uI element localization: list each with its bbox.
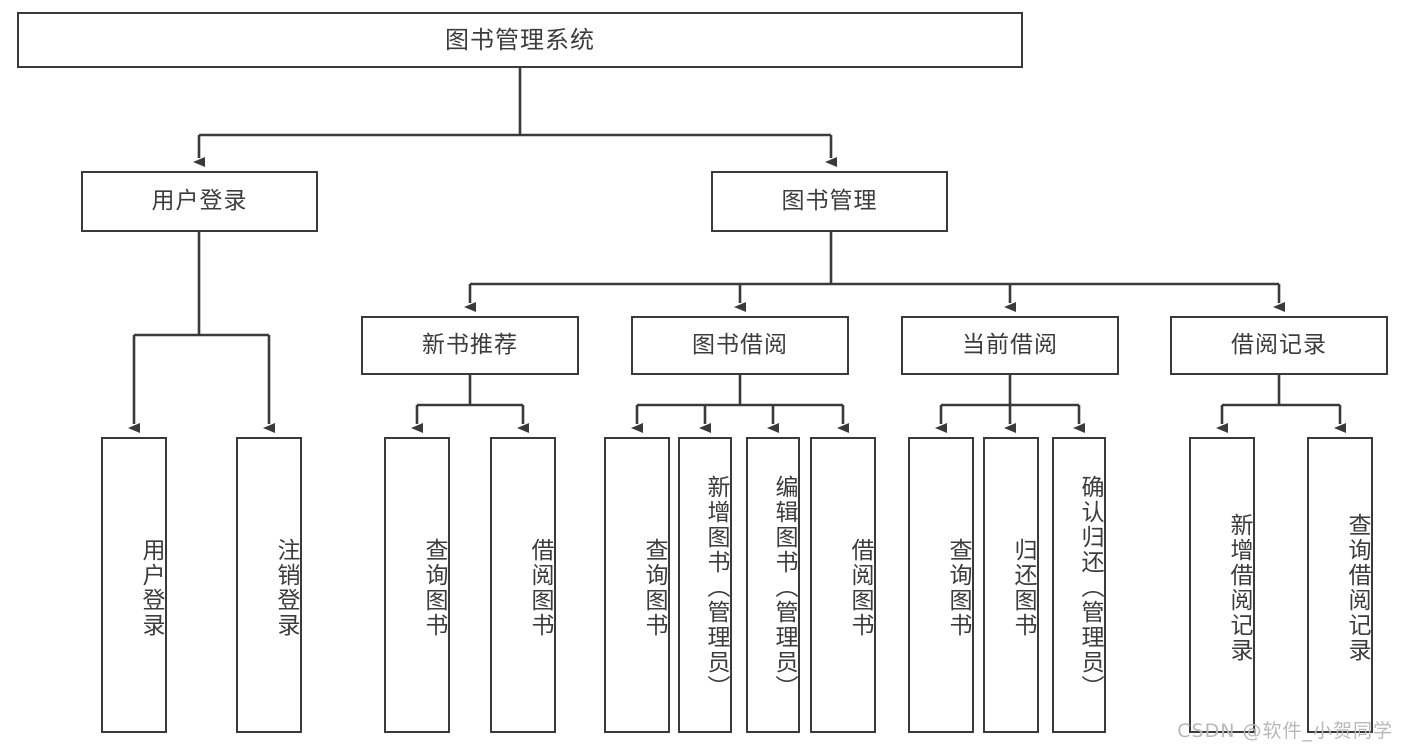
leaf-add-borrow-record[interactable]: 新增借阅记录 [1189, 437, 1255, 733]
leaf-query-book-borrow[interactable]: 查询图书 [604, 437, 670, 733]
node-label: 查询图书 [641, 538, 667, 638]
leaf-query-book-current[interactable]: 查询图书 [908, 437, 974, 733]
node-label: 当前借阅 [962, 331, 1058, 358]
node-root-book-management-system[interactable]: 图书管理系统 [17, 12, 1023, 68]
leaf-borrow-book-recommend[interactable]: 借阅图书 [490, 437, 556, 733]
node-label: 注销登录 [273, 538, 299, 638]
leaf-query-borrow-record[interactable]: 查询借阅记录 [1307, 437, 1373, 733]
node-label: 借阅图书 [527, 538, 553, 638]
leaf-logout[interactable]: 注销登录 [236, 437, 302, 733]
leaf-user-login[interactable]: 用户登录 [101, 437, 167, 733]
node-label: 图书借阅 [692, 331, 788, 358]
node-user-login[interactable]: 用户登录 [81, 171, 318, 232]
node-label: 编辑图书（管理员） [771, 474, 797, 700]
node-label: 归还图书 [1010, 538, 1036, 638]
node-label: 用户登录 [138, 538, 164, 638]
node-label: 新增图书（管理员） [703, 474, 729, 700]
node-label: 图书管理系统 [445, 25, 595, 54]
node-label: 查询图书 [945, 538, 971, 638]
leaf-borrow-book[interactable]: 借阅图书 [810, 437, 876, 733]
csdn-watermark: CSDN @软件_小贺同学 [1177, 720, 1393, 742]
leaf-add-book-admin[interactable]: 新增图书（管理员） [678, 437, 732, 733]
node-new-book-recommendation[interactable]: 新书推荐 [361, 316, 579, 375]
node-current-borrowing[interactable]: 当前借阅 [901, 316, 1119, 375]
node-label: 借阅记录 [1231, 331, 1327, 358]
leaf-query-book-recommend[interactable]: 查询图书 [384, 437, 450, 733]
node-book-management[interactable]: 图书管理 [711, 171, 948, 232]
node-label: 借阅图书 [847, 538, 873, 638]
node-label: 确认归还（管理员） [1077, 474, 1103, 700]
node-label: 查询图书 [421, 538, 447, 638]
node-book-borrowing[interactable]: 图书借阅 [631, 316, 849, 375]
node-label: 新增借阅记录 [1226, 513, 1252, 663]
node-label: 图书管理 [781, 187, 878, 214]
leaf-confirm-return-admin[interactable]: 确认归还（管理员） [1052, 437, 1106, 733]
leaf-return-book[interactable]: 归还图书 [983, 437, 1039, 733]
leaf-edit-book-admin[interactable]: 编辑图书（管理员） [746, 437, 800, 733]
node-label: 用户登录 [151, 187, 248, 214]
node-borrow-records[interactable]: 借阅记录 [1170, 316, 1388, 375]
node-label: 新书推荐 [422, 331, 518, 358]
node-label: 查询借阅记录 [1344, 513, 1370, 663]
